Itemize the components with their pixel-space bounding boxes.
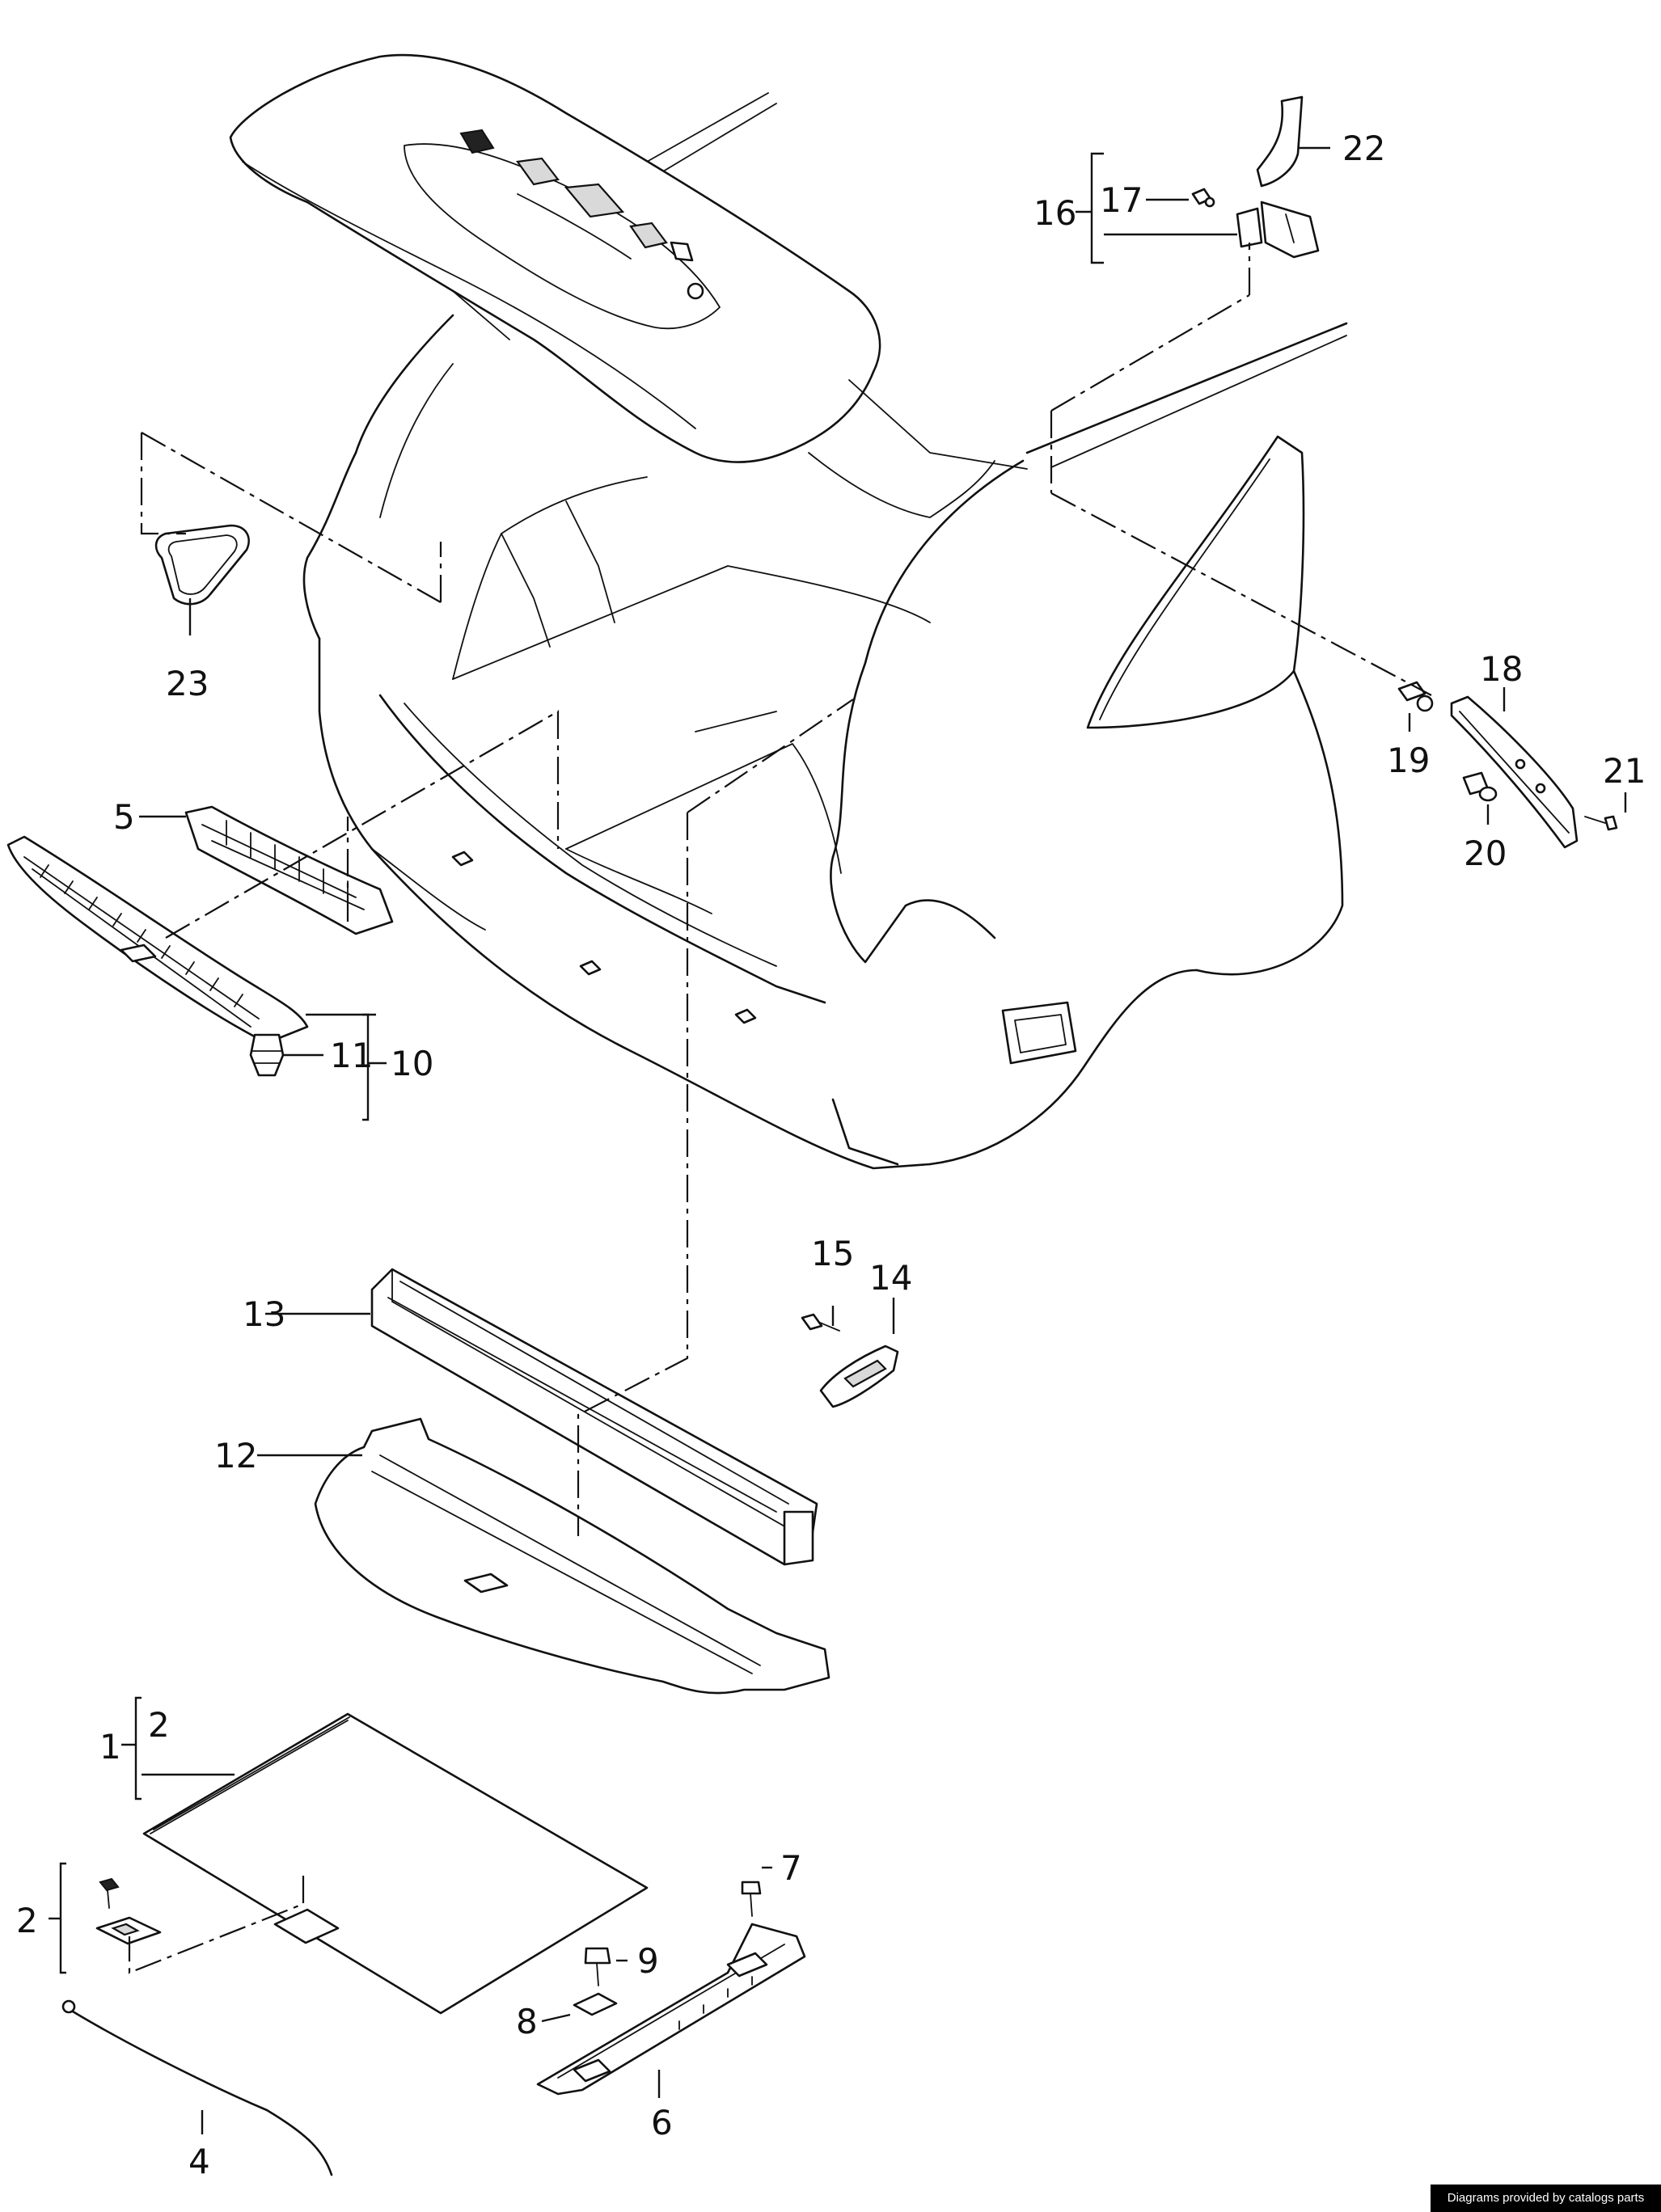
callout-10: 10 [391,1044,433,1083]
part-13-roller [370,1268,818,1566]
callout-8: 8 [516,2002,538,2041]
part-8-plate [573,1992,618,2016]
callout-7: 7 [780,1848,802,1888]
callout-6: 6 [651,2103,673,2142]
callout-labels: 1 2 2 4 5 6 7 8 9 10 11 12 13 14 15 16 1… [16,129,1646,2181]
credit-banner: Diagrams provided by catalogs parts [1431,2185,1661,2212]
leader-lines [49,146,1627,2134]
callout-19: 19 [1387,741,1430,780]
part-10-sill-trim [6,835,309,1045]
part-2-latch [95,1877,162,1945]
part-15-screw [801,1313,840,1332]
part-20-nut [1462,771,1498,802]
part-9-bolt [584,1947,611,1986]
callout-20: 20 [1464,834,1507,873]
part-23-seal [154,524,250,606]
callout-1: 1 [99,1727,121,1767]
part-19-nut [1397,681,1434,712]
assembly-lines [128,243,1432,1974]
part-6-side-rail [536,1923,806,2096]
callout-23: 23 [166,664,209,703]
part-12-cargo-cover [314,1417,830,1695]
callout-13: 13 [243,1294,285,1334]
part-7-bolt [741,1881,762,1917]
part-5-bracket [184,805,394,935]
rear-body-shell [302,92,1348,1170]
part-17-screw [1191,188,1215,208]
callout-18: 18 [1480,649,1523,689]
part-22-cover [1256,95,1304,188]
callout-22: 22 [1342,129,1385,168]
part-1-floor-panel [142,1712,649,2015]
tailgate [229,53,1028,470]
callout-12: 12 [214,1436,257,1475]
part-21-screw [1584,815,1618,831]
callout-11: 11 [330,1036,373,1075]
callout-5: 5 [113,797,135,837]
callout-9: 9 [637,1941,659,1981]
part-18-trim [1450,695,1579,849]
part-11-clip [249,1033,285,1077]
callout-16: 16 [1033,193,1076,233]
callout-14: 14 [869,1258,912,1298]
part-14-handle [819,1345,899,1408]
callout-4: 4 [188,2142,210,2181]
callout-15: 15 [811,1234,854,1273]
callout-2-upper: 2 [148,1705,170,1745]
callout-2-lower: 2 [16,1901,38,1940]
callout-17: 17 [1100,180,1143,220]
part-16-bracket [1236,201,1320,259]
part-4-strap [61,1999,333,2176]
callout-21: 21 [1603,751,1646,791]
